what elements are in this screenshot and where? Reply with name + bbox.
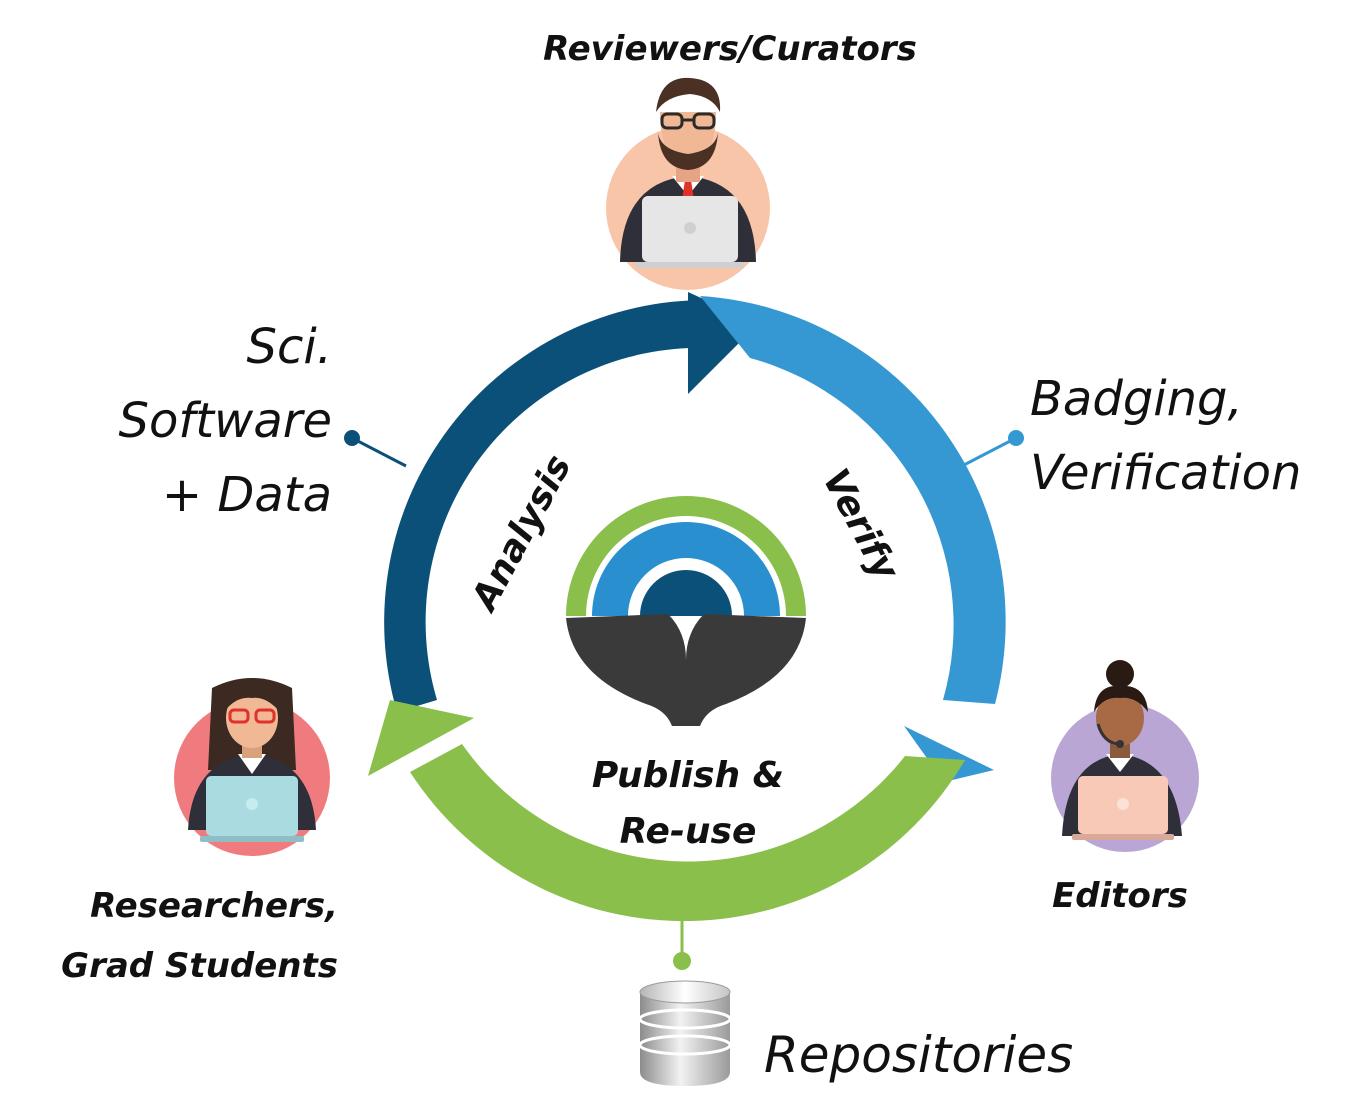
software-label-line3: + Data: [161, 467, 332, 523]
repositories-label: Repositories: [764, 1026, 1074, 1084]
researchers-label-line1: Researchers,: [90, 886, 338, 926]
badging-label-line2: Verification: [1030, 445, 1302, 501]
database-icon: [638, 980, 732, 1086]
publish-label-line2: Re-use: [619, 811, 757, 852]
arch-logo-icon: [566, 496, 806, 726]
researchers-label-line2: Grad Students: [61, 946, 338, 986]
reviewers-label: Reviewers/Curators: [543, 29, 917, 69]
software-label-line1: Sci.: [246, 319, 332, 375]
badging-label: Badging, Verification: [1030, 362, 1350, 510]
connectors: [344, 430, 1024, 970]
verify-arrowhead: [904, 726, 994, 782]
woman-headset-laptop-icon: [1051, 660, 1199, 852]
cycle-ring: [368, 292, 1006, 922]
software-connector-dot: [344, 430, 360, 446]
verify-arc: [700, 296, 1006, 704]
badging-connector-line: [961, 436, 1017, 468]
software-connector-line: [351, 436, 407, 468]
software-label: Sci. Software + Data: [20, 310, 333, 532]
publish-arc: [410, 744, 965, 922]
badging-connector-dot: [1008, 430, 1024, 446]
publish-arrowhead: [368, 700, 474, 776]
analysis-arc: [384, 299, 710, 712]
bearded-man-laptop-icon: [606, 77, 770, 290]
researchers-label: Researchers, Grad Students: [20, 876, 338, 996]
analysis-label: Analysis: [463, 448, 580, 619]
badging-label-line1: Badging,: [1030, 371, 1243, 427]
editors-label: Editors: [1052, 876, 1188, 916]
publish-label: Publish & Re-use: [560, 748, 816, 860]
software-label-line2: Software: [118, 393, 333, 449]
publish-label-line1: Publish &: [591, 755, 785, 796]
woman-glasses-laptop-icon: [174, 678, 330, 856]
verify-label: Verify: [814, 462, 907, 588]
repository-connector-dot: [673, 952, 691, 970]
